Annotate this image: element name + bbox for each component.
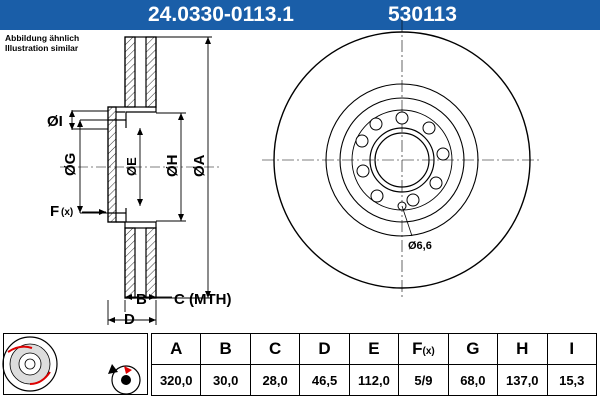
label-D: D xyxy=(124,311,135,328)
label-dI: ØI xyxy=(47,113,63,130)
value-E: 112,0 xyxy=(348,364,400,396)
short-number: 530113 xyxy=(388,3,457,26)
col-header-C: C xyxy=(249,333,301,365)
value-G: 68,0 xyxy=(447,364,499,396)
application-icon xyxy=(108,364,141,395)
value-A: 320,0 xyxy=(150,364,202,396)
part-number: 24.0330-0113.1 xyxy=(148,3,294,26)
label-dH: ØH xyxy=(164,155,181,178)
value-D: 46,5 xyxy=(299,364,350,396)
note-line-en: Illustration similar xyxy=(5,43,79,53)
col-header-I: I xyxy=(546,333,597,365)
col-header-F: F(x) xyxy=(398,333,449,365)
col-header-A: A xyxy=(150,333,202,365)
disc-front-view xyxy=(262,20,542,300)
value-B: 30,0 xyxy=(200,364,251,396)
col-header-F-suffix: (x) xyxy=(422,346,435,357)
thumbnail-frame xyxy=(3,333,148,395)
disc-cross-section xyxy=(107,36,157,299)
label-dG: ØG xyxy=(62,153,79,176)
label-C: C (MTH) xyxy=(174,291,231,308)
note-line-de: Abbildung ähnlich xyxy=(5,33,80,43)
value-F: 5/9 xyxy=(398,364,449,396)
label-dA: ØA xyxy=(191,154,208,177)
title-bar: 24.0330-0113.1 530113 xyxy=(0,0,600,30)
disc-thumbnail xyxy=(2,336,58,392)
dimension-arrows xyxy=(69,37,211,323)
value-H: 137,0 xyxy=(497,364,548,396)
value-I: 15,3 xyxy=(546,364,597,396)
value-C: 28,0 xyxy=(249,364,301,396)
col-header-F-letter: F xyxy=(412,339,423,358)
label-dE: ØE xyxy=(124,157,139,176)
label-hole-diameter: Ø6,6 xyxy=(408,240,432,252)
col-header-G: G xyxy=(447,333,499,365)
bolt-holes xyxy=(355,111,450,207)
locating-hole xyxy=(397,201,413,237)
illustration-note: Abbildung ähnlich Illustration similar xyxy=(5,33,79,53)
dimension-table: A B C D E F(x) G H I 320,0 30,0 28,0 46,… xyxy=(150,333,597,396)
col-header-H: H xyxy=(497,333,548,365)
label-F: F xyxy=(50,203,59,220)
label-B: B xyxy=(136,291,147,308)
label-F-sub: (x) xyxy=(61,207,73,218)
col-header-E: E xyxy=(348,333,400,365)
col-header-D: D xyxy=(299,333,350,365)
col-header-B: B xyxy=(200,333,251,365)
dimension-lines xyxy=(71,36,212,325)
